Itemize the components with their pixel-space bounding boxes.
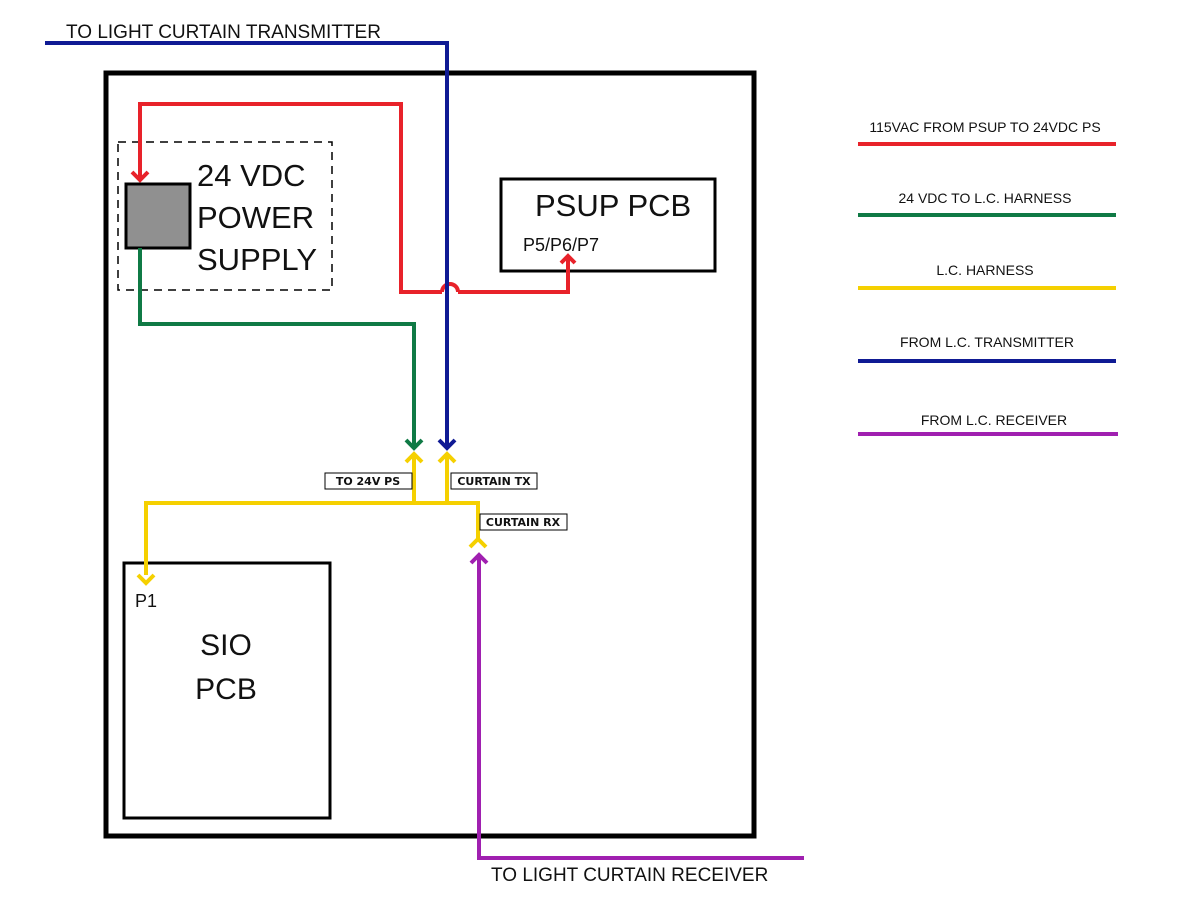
blue-arrow: [437, 438, 457, 451]
power-supply-block: [124, 182, 192, 250]
psup-pcb-port: P5/P6/P7: [523, 235, 599, 255]
green-arrow: [404, 438, 424, 451]
enclosure-box: [103, 70, 757, 839]
label-to-receiver: TO LIGHT CURTAIN RECEIVER: [491, 865, 768, 886]
tag-curtain-tx: CURTAIN TX: [457, 475, 531, 488]
red-arrow-power-supply: [130, 170, 150, 183]
legend-label-harness: L.C. HARNESS: [936, 262, 1033, 278]
tag-curtain-rx-box: [479, 513, 568, 531]
tag-curtain-tx-box: [450, 472, 538, 490]
red-arrow-psup: [559, 253, 577, 265]
red-wire-115vac: [138, 102, 442, 294]
yellow-arrow-sio: [136, 573, 156, 586]
sio-pcb-label-1: SIO: [200, 629, 252, 662]
red-wire-jumper: [440, 282, 460, 293]
tag-curtain-rx: CURTAIN RX: [486, 516, 561, 529]
yellow-connector-to-24v: [404, 451, 424, 464]
power-supply-boundary: [117, 141, 333, 291]
yellow-connector-curtain-rx: [468, 536, 488, 549]
legend-label-115vac: 115VAC FROM PSUP TO 24VDC PS: [869, 119, 1100, 135]
psup-pcb-title: PSUP PCB: [535, 188, 691, 223]
yellow-harness-trunk: [144, 501, 480, 575]
power-supply-label-2: POWER: [197, 200, 314, 235]
legend-label-transmitter: FROM L.C. TRANSMITTER: [900, 334, 1074, 350]
purple-arrow: [469, 552, 489, 565]
tag-to-24v: TO 24V PS: [336, 475, 400, 488]
legend: 115VAC FROM PSUP TO 24VDC PS 24 VDC TO L…: [858, 119, 1118, 436]
sio-pcb-label-2: PCB: [195, 673, 257, 706]
red-wire-to-psup: [458, 256, 570, 294]
green-wire-24vdc: [138, 248, 416, 447]
power-supply-label-1: 24 VDC: [197, 158, 306, 193]
legend-label-receiver: FROM L.C. RECEIVER: [921, 412, 1067, 428]
yellow-connector-curtain-tx: [437, 451, 457, 464]
sio-pcb-port: P1: [135, 591, 157, 611]
sio-pcb-box: [122, 561, 332, 820]
purple-wire-receiver: [477, 555, 804, 860]
legend-label-24vdc: 24 VDC TO L.C. HARNESS: [899, 190, 1072, 206]
tag-to-24v-box: [324, 472, 413, 490]
label-to-transmitter: TO LIGHT CURTAIN TRANSMITTER: [66, 22, 381, 43]
blue-wire-transmitter: [45, 41, 449, 447]
power-supply-label-3: SUPPLY: [197, 242, 317, 277]
psup-pcb-box: [499, 177, 717, 273]
